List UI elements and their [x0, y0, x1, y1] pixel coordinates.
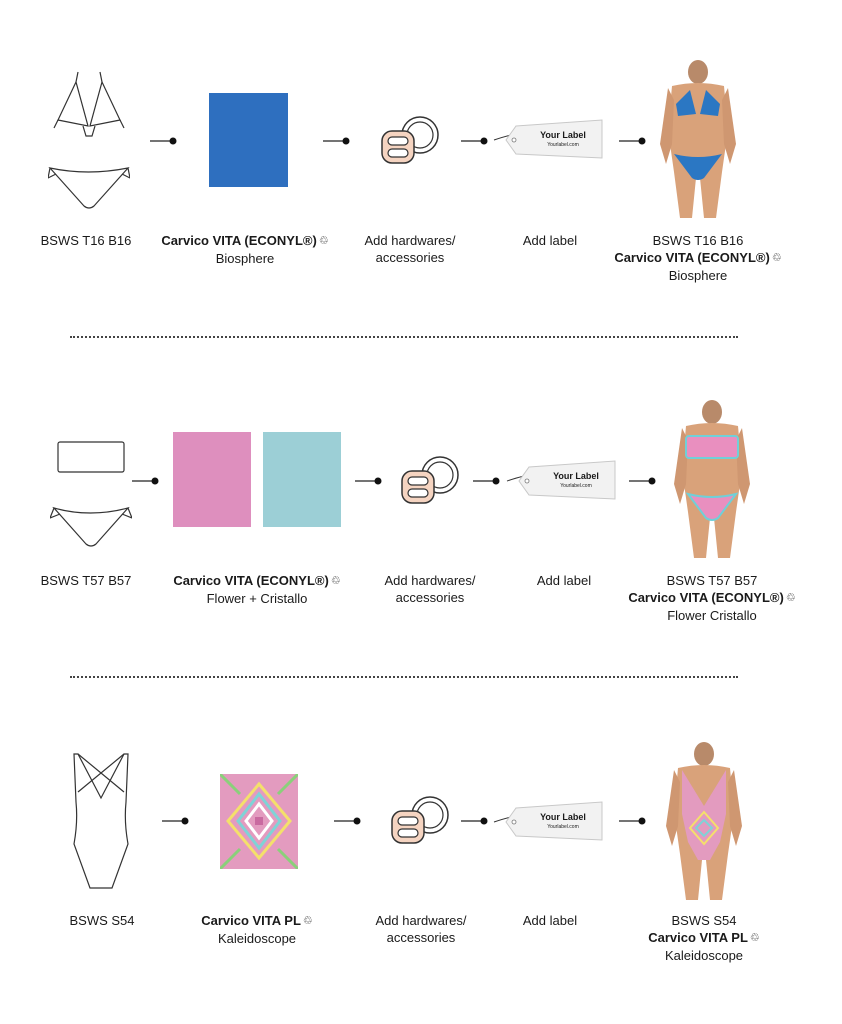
tag-url: Yourlabel.com	[560, 483, 592, 489]
model-photo	[674, 400, 750, 558]
hardware-caption: Add hardwares/ accessories	[356, 912, 486, 946]
arrow-connector-icon	[132, 477, 159, 485]
row-divider	[70, 336, 738, 338]
model-photo	[666, 742, 742, 900]
bikini-sketch-bandeau	[50, 441, 132, 547]
arrow-connector-icon	[619, 137, 646, 145]
recycle-icon: ♲	[749, 932, 760, 944]
hardware-label: Add hardwares/	[364, 233, 456, 248]
style-code: BSWS T57 B57	[40, 573, 132, 588]
label-caption: Add label	[536, 573, 592, 588]
hardware-label-2: accessories	[395, 590, 465, 605]
result-caption: BSWS T16 B16 Carvico VITA (ECONYL®)♲ Bio…	[598, 232, 798, 284]
result-caption: BSWS S54 Carvico VITA PL♲ Kaleidoscope	[604, 912, 804, 964]
hardware-caption: Add hardwares/ accessories	[345, 232, 475, 266]
hardware-label-2: accessories	[386, 930, 456, 945]
fabric-print: Flower + Cristallo	[206, 591, 308, 606]
result-fabric: Carvico VITA (ECONYL®)	[614, 250, 770, 265]
hardware-rings-icon	[401, 456, 459, 504]
fabric-caption: Carvico VITA (ECONYL®)♲ Biosphere	[145, 232, 345, 267]
arrow-connector-icon	[473, 477, 500, 485]
recycle-icon: ♲	[771, 252, 782, 264]
fabric-swatch-kaleidoscope	[220, 774, 298, 869]
arrow-connector-icon	[461, 817, 488, 825]
fabric-caption: Carvico VITA (ECONYL®)♲ Flower + Cristal…	[157, 572, 357, 607]
style-code: BSWS T16 B16	[40, 233, 132, 248]
hardware-rings-icon	[381, 116, 439, 164]
label-caption: Add label	[522, 233, 578, 248]
tag-shape-icon	[506, 460, 616, 500]
result-code: BSWS T16 B16	[652, 233, 744, 248]
recycle-icon: ♲	[302, 915, 313, 927]
recycle-icon: ♲	[330, 575, 341, 587]
hardware-label: Add hardwares/	[375, 913, 467, 928]
label-tag: Your Label Yourlabel.com	[492, 800, 604, 842]
result-code: BSWS T57 B57	[666, 573, 758, 588]
fabric-swatch-cristallo	[263, 432, 341, 527]
bikini-sketch-triangle	[48, 71, 130, 209]
tag-shape-icon	[493, 119, 603, 159]
fabric-swatch-flower	[173, 432, 251, 527]
tag-url: Yourlabel.com	[547, 824, 579, 830]
result-print: Biosphere	[668, 268, 728, 283]
arrow-connector-icon	[334, 817, 361, 825]
hardware-rings-icon	[391, 796, 449, 844]
tag-url: Yourlabel.com	[547, 142, 579, 148]
arrow-connector-icon	[323, 137, 350, 145]
arrow-connector-icon	[150, 137, 177, 145]
label-tag: Your Label Yourlabel.com	[492, 118, 604, 160]
label-tag: Your Label Yourlabel.com	[505, 459, 617, 501]
hardware-label: Add hardwares/	[384, 573, 476, 588]
fabric-name: Carvico VITA PL	[201, 913, 301, 928]
result-code: BSWS S54	[671, 913, 737, 928]
style-code: BSWS S54	[69, 913, 135, 928]
arrow-connector-icon	[619, 817, 646, 825]
arrow-connector-icon	[629, 477, 656, 485]
result-print: Kaleidoscope	[664, 948, 744, 963]
result-fabric: Carvico VITA PL	[648, 930, 748, 945]
tag-title: Your Label	[540, 812, 586, 822]
fabric-swatch	[209, 93, 288, 187]
fabric-name: Carvico VITA (ECONYL®)	[161, 233, 317, 248]
tag-shape-icon	[493, 801, 603, 841]
label-caption: Add label	[522, 913, 578, 928]
fabric-caption: Carvico VITA PL♲ Kaleidoscope	[157, 912, 357, 947]
fabric-print: Kaleidoscope	[217, 931, 297, 946]
fabric-name: Carvico VITA (ECONYL®)	[173, 573, 329, 588]
tag-title: Your Label	[553, 471, 599, 481]
recycle-icon: ♲	[785, 592, 796, 604]
tag-title: Your Label	[540, 130, 586, 140]
fabric-print: Biosphere	[215, 251, 275, 266]
arrow-connector-icon	[162, 817, 189, 825]
swimsuit-sketch-one-piece	[73, 753, 129, 889]
recycle-icon: ♲	[318, 235, 329, 247]
arrow-connector-icon	[355, 477, 382, 485]
result-fabric: Carvico VITA (ECONYL®)	[628, 590, 784, 605]
hardware-label-2: accessories	[375, 250, 445, 265]
hardware-caption: Add hardwares/ accessories	[365, 572, 495, 606]
model-photo	[660, 60, 736, 218]
result-print: Flower Cristallo	[667, 608, 757, 623]
arrow-connector-icon	[461, 137, 488, 145]
result-caption: BSWS T57 B57 Carvico VITA (ECONYL®)♲ Flo…	[612, 572, 812, 624]
row-divider	[70, 676, 738, 678]
